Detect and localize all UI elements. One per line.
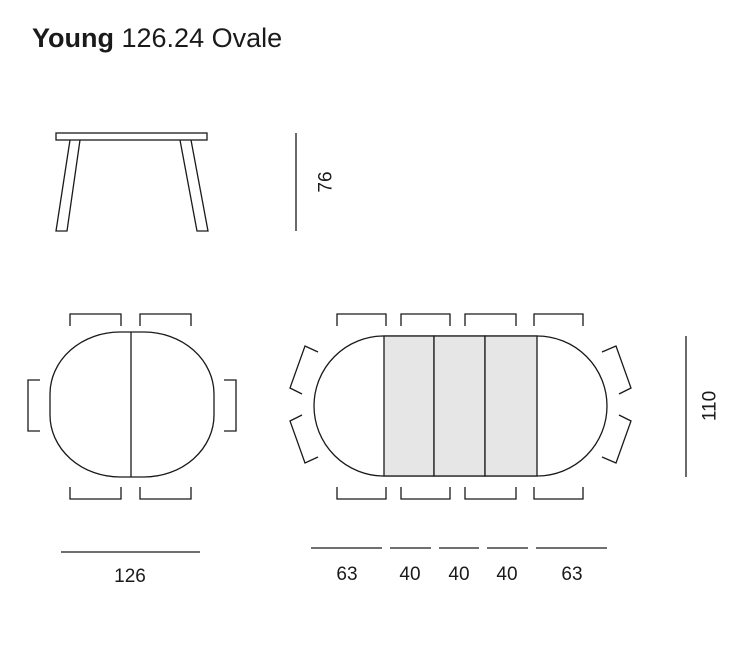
segment-dim-label-1: 63 bbox=[336, 564, 357, 585]
page-title: Young 126.24 Ovale bbox=[32, 20, 282, 56]
side-leg-right bbox=[179, 139, 209, 232]
chair-bottom-left bbox=[69, 487, 122, 500]
side-leg-left bbox=[55, 139, 81, 232]
segment-dim-label-5: 63 bbox=[561, 564, 582, 585]
side-view bbox=[55, 132, 209, 232]
product-brand: Young bbox=[32, 23, 114, 53]
ext-chair-left-upper bbox=[289, 345, 319, 395]
ext-chair-left-lower bbox=[289, 414, 319, 464]
side-tabletop bbox=[55, 132, 208, 141]
closed-plan-view bbox=[27, 313, 237, 500]
ext-chair-right-upper bbox=[601, 345, 632, 395]
ext-chair-bottom-1 bbox=[336, 487, 387, 500]
closed-length-dim-label: 126 bbox=[114, 566, 146, 587]
chair-top-left bbox=[69, 313, 122, 326]
ext-chair-top-2 bbox=[400, 313, 451, 326]
ext-chair-bottom-4 bbox=[533, 487, 584, 500]
ext-chair-top-3 bbox=[464, 313, 517, 326]
ext-chair-top-1 bbox=[336, 313, 387, 326]
chair-top-right bbox=[139, 313, 192, 326]
ext-chair-bottom-3 bbox=[464, 487, 517, 500]
height-dim-label: 76 bbox=[316, 171, 337, 192]
segment-dim-label-2: 40 bbox=[399, 564, 420, 585]
ext-chair-right-lower bbox=[601, 414, 632, 464]
extended-plan-view bbox=[289, 313, 632, 500]
chair-right bbox=[224, 379, 237, 432]
chair-bottom-right bbox=[139, 487, 192, 500]
ext-chair-top-4 bbox=[533, 313, 584, 326]
closed-tabletop bbox=[49, 331, 215, 478]
extension-leaf-3 bbox=[484, 335, 538, 477]
ext-chair-bottom-2 bbox=[400, 487, 451, 500]
extension-leaf-1 bbox=[383, 335, 435, 477]
segment-dim-label-4: 40 bbox=[496, 564, 517, 585]
chair-left bbox=[27, 379, 40, 432]
segment-dim-label-3: 40 bbox=[448, 564, 469, 585]
product-model: 126.24 Ovale bbox=[121, 23, 283, 53]
depth-dim-label: 110 bbox=[700, 391, 721, 421]
extension-leaf-2 bbox=[433, 335, 486, 477]
